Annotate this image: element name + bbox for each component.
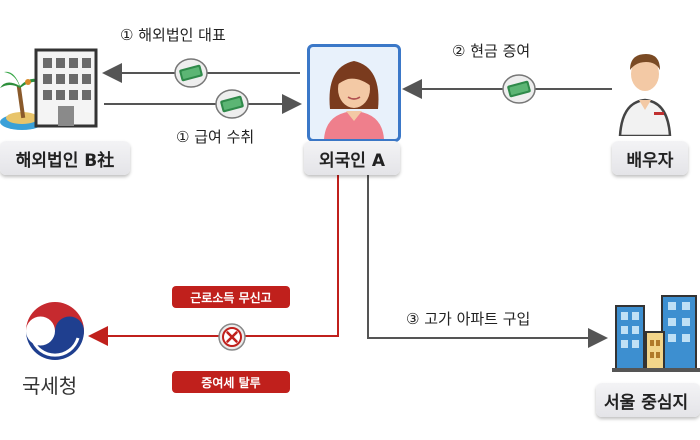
company-b-label: 해외법인 B社 xyxy=(15,150,115,171)
flow-label-apartment-purchase: ③ 고가 아파트 구입 xyxy=(406,310,531,328)
node-foreigner-a: 외국인 A xyxy=(304,141,400,175)
flow-label-cash-gift: ② 현금 증여 xyxy=(452,42,531,60)
violation-label-unreported-income: 근로소득 무신고 xyxy=(172,286,290,308)
arrow-apartment xyxy=(367,172,608,348)
money-icon xyxy=(215,89,249,119)
foreigner-a-label: 외국인 A xyxy=(319,150,385,171)
nts-logo-icon xyxy=(26,302,84,360)
man-avatar-icon xyxy=(618,54,672,136)
spouse-label: 배우자 xyxy=(626,150,674,171)
node-apartment: 서울 중심지 xyxy=(596,383,700,417)
foreigner-avatar-frame xyxy=(307,44,401,142)
blocked-x-icon xyxy=(218,323,246,351)
woman-avatar-icon xyxy=(324,61,384,139)
apartment-label: 서울 중심지 xyxy=(604,392,689,413)
money-icon xyxy=(502,74,536,104)
flow-label-salary: ① 급여 수취 xyxy=(176,128,255,146)
nts-label: 국세청 xyxy=(22,374,78,398)
node-spouse: 배우자 xyxy=(612,141,688,175)
apartment-building-icon xyxy=(612,295,700,372)
money-icon xyxy=(174,58,208,88)
office-building-icon xyxy=(0,48,98,130)
violation-label-gift-tax-evasion: 증여세 탈루 xyxy=(172,371,290,393)
flow-label-overseas-rep: ① 해외법인 대표 xyxy=(120,26,226,44)
node-company-b: 해외법인 B社 xyxy=(0,141,130,175)
arrow-violation xyxy=(88,172,339,346)
